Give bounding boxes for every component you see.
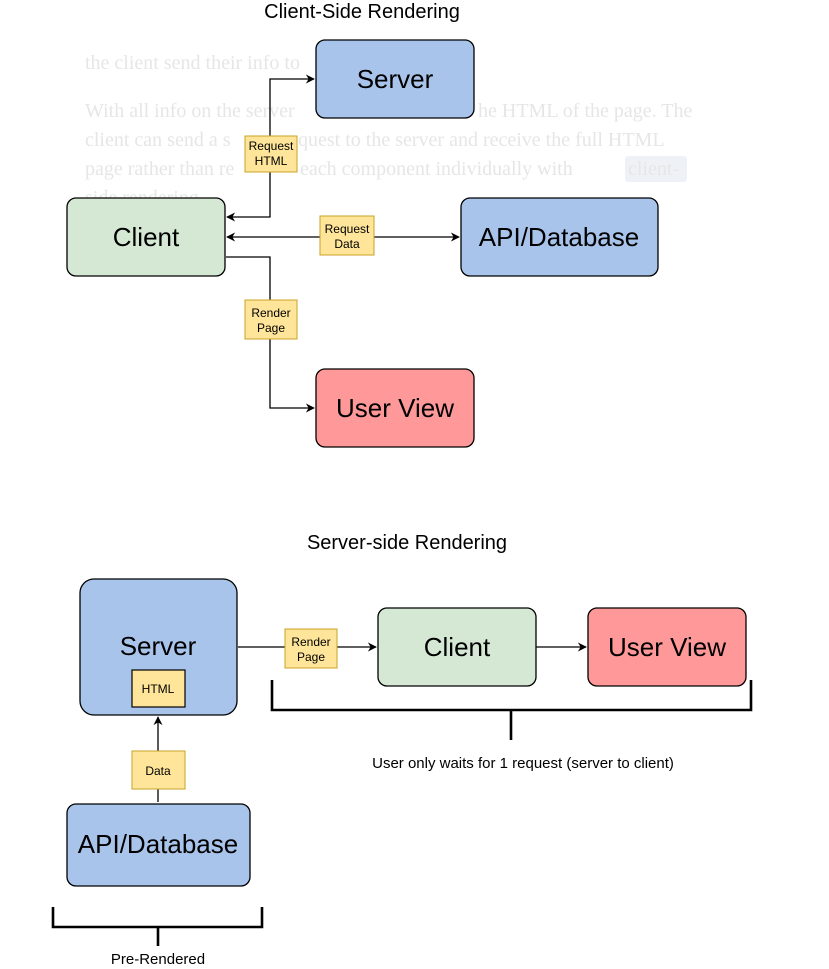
csr-api-label: API/Database — [479, 222, 639, 252]
csr-tag-request-html-line1: Request — [249, 139, 294, 153]
csr-tag-render-page: Render Page — [244, 299, 298, 340]
ssr-wait-caption: User only waits for 1 request (server to… — [372, 755, 674, 772]
ssr-prerendered-label: Pre-Rendered — [111, 951, 205, 968]
bg-line-4c: client- — [628, 158, 679, 180]
csr-tag-render-page-line2: Page — [257, 321, 285, 335]
bg-line-3b: quest to the server and receive the full… — [298, 129, 665, 151]
bg-line-3a: client can send a s — [85, 129, 231, 151]
csr-tag-request-data-line1: Request — [325, 222, 370, 236]
csr-client-node: Client — [66, 197, 226, 277]
csr-api-node: API/Database — [460, 197, 659, 277]
ssr-client-node: Client — [377, 607, 537, 687]
bg-line-1: the client send their info to — [85, 52, 300, 74]
bg-code-highlight — [625, 156, 687, 182]
ssr-tag-render-page-line1: Render — [291, 635, 330, 649]
ssr-server-label: Server — [120, 631, 197, 661]
ssr-html-box — [131, 669, 186, 708]
csr-title: Client-Side Rendering — [264, 1, 460, 23]
ssr-tag-render-page-line2: Page — [297, 650, 325, 664]
csr-tag-render-page-line1: Render — [251, 306, 290, 320]
ssr-tag-data: Data — [131, 750, 186, 790]
bg-line-2: With all info on the server — [85, 100, 295, 122]
ssr-html-label: HTML — [142, 682, 175, 696]
ssr-server-node: Server HTML — [79, 578, 238, 716]
csr-tag-request-data: Request Data — [319, 215, 375, 256]
csr-server-label: Server — [357, 64, 434, 94]
csr-tag-request-html-line2: HTML — [255, 154, 288, 168]
ssr-api-label: API/Database — [78, 829, 238, 859]
ssr-wait-brace — [270, 680, 753, 740]
ssr-userview-label: User View — [608, 632, 726, 662]
bg-line-4a: page rather than re — [85, 158, 234, 180]
ssr-prerendered-brace — [51, 907, 264, 946]
csr-userview-node: User View — [315, 368, 475, 448]
ssr-userview-node: User View — [587, 607, 747, 687]
csr-client-label: Client — [113, 222, 180, 252]
csr-tag-request-html: Request HTML — [244, 135, 298, 173]
bg-line-2b: he HTML of the page. The — [478, 100, 692, 122]
ssr-tag-data-label: Data — [145, 764, 171, 778]
csr-server-node: Server — [315, 39, 475, 119]
csr-tag-request-data-line2: Data — [334, 237, 360, 251]
ssr-title: Server-side Rendering — [307, 532, 507, 554]
csr-userview-label: User View — [336, 393, 454, 423]
bg-line-4b: each component individually with — [300, 158, 573, 180]
ssr-tag-render-page: Render Page — [284, 628, 338, 669]
ssr-client-label: Client — [424, 632, 491, 662]
ssr-api-node: API/Database — [66, 803, 251, 887]
